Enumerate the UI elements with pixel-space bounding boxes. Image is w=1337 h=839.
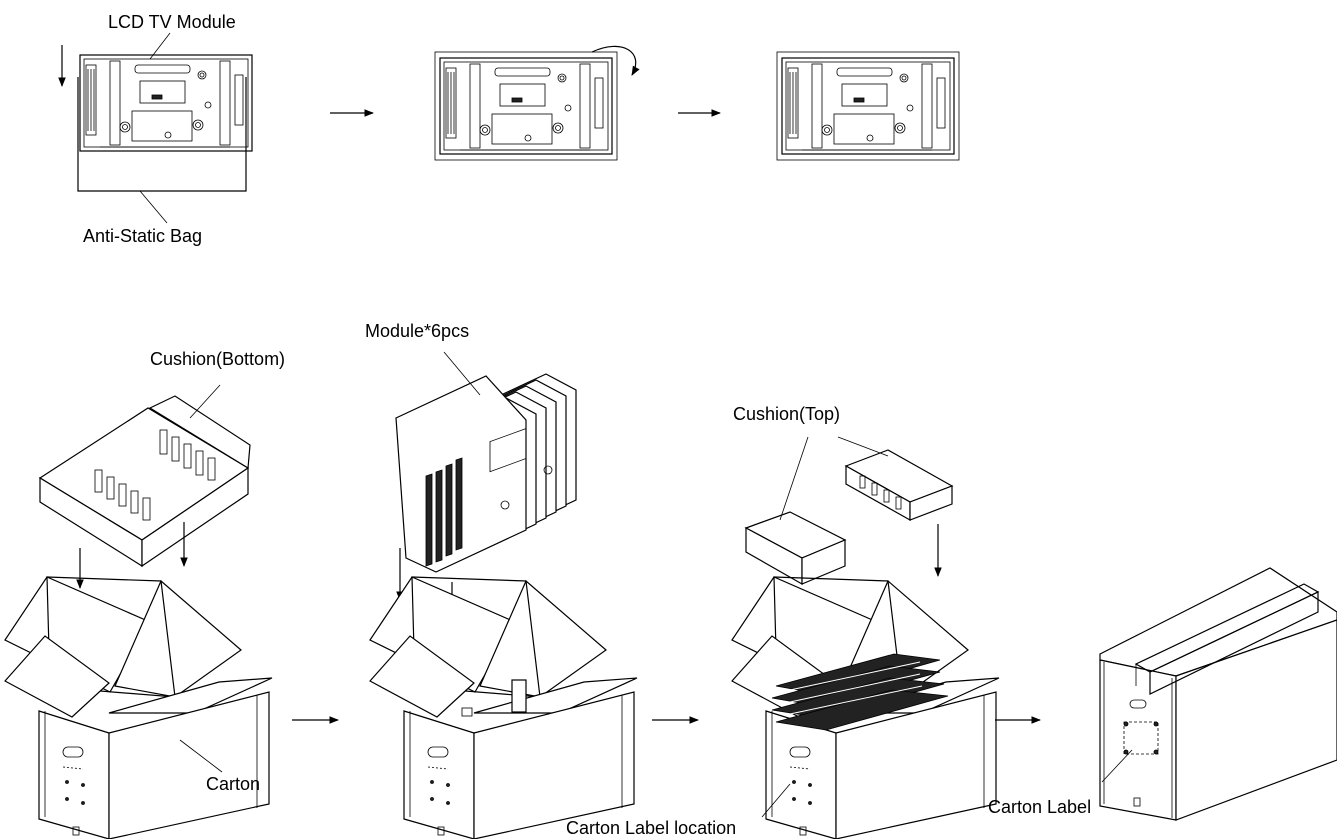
carton-drawing	[369, 576, 638, 839]
label-carton: Carton	[206, 774, 261, 794]
label-carton-label: Carton Label	[988, 797, 1092, 817]
anti-static-bag-drawing	[776, 51, 960, 161]
step-bag-fold	[434, 45, 640, 161]
carton-drawing	[4, 576, 273, 839]
cushion-in-carton	[461, 707, 473, 717]
step-bag-insert	[58, 32, 253, 224]
modules-in-carton	[771, 653, 949, 731]
step-closed-carton	[1099, 567, 1337, 821]
leader-line	[179, 739, 223, 773]
cushion-bottom-drawing	[38, 384, 251, 568]
carton-label-area	[1123, 721, 1159, 755]
label-carton-label-location: Carton Label location	[566, 818, 737, 838]
cushion-in-carton	[511, 679, 527, 713]
leader-line	[779, 436, 809, 521]
anti-static-bag-drawing	[434, 51, 618, 161]
leader-line	[1101, 749, 1133, 783]
cushion-top-left-drawing	[744, 511, 847, 586]
lcd-module-drawing	[439, 57, 613, 155]
label-anti-static-bag: Anti-Static Bag	[83, 226, 203, 246]
label-cushion-bottom: Cushion(Bottom)	[150, 349, 286, 369]
step-cushion-bottom	[4, 384, 273, 839]
leader-line	[189, 384, 221, 419]
step-cushion-top	[731, 436, 1000, 839]
module-stack-drawing	[395, 351, 577, 573]
leader-line	[149, 32, 171, 60]
leader-line	[443, 351, 481, 396]
leader-line	[761, 783, 791, 818]
leader-line	[837, 436, 889, 457]
label-lcd-tv-module: LCD TV Module	[108, 12, 236, 32]
step-modules	[369, 351, 638, 839]
step-bag-sealed	[776, 51, 960, 161]
label-module-6pcs: Module*6pcs	[365, 321, 470, 341]
label-cushion-top: Cushion(Top)	[733, 404, 841, 424]
closed-carton-drawing	[1099, 567, 1337, 821]
fold-arrow-icon	[591, 45, 640, 76]
anti-static-bag-drawing	[77, 77, 247, 192]
lcd-module-drawing	[781, 57, 955, 155]
cushion-top-right-drawing	[844, 449, 954, 522]
lcd-module-drawing	[79, 54, 253, 152]
leader-line	[139, 190, 168, 224]
